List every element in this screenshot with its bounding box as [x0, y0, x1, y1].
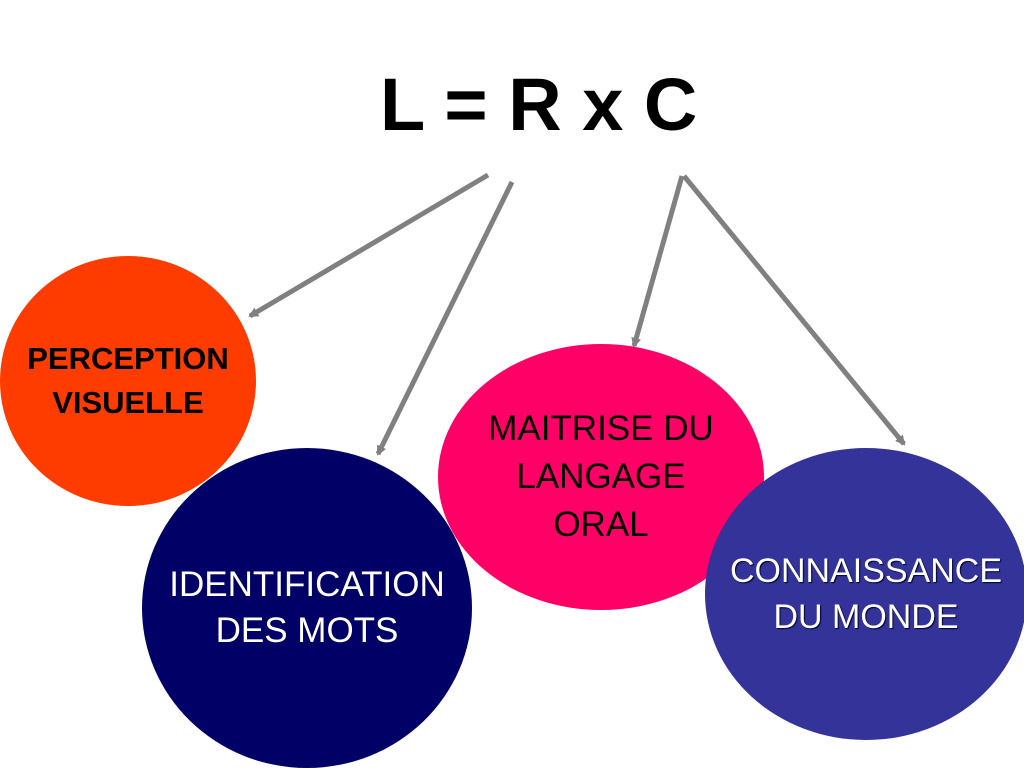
formula-title: L = R x C — [380, 63, 698, 146]
bubble-label: IDENTIFICATION DES MOTS — [169, 565, 445, 650]
bubble-label: PERCEPTION VISUELLE — [27, 341, 229, 420]
bubble-perception-visuelle: PERCEPTION VISUELLE — [0, 256, 256, 506]
bubble-label: CONNAISSANCE DU MONDE — [729, 552, 1003, 636]
arrow-to-identification — [375, 180, 515, 456]
arrow-to-perception — [248, 172, 490, 319]
bubble-identification-des-mots: IDENTIFICATION DES MOTS — [142, 448, 472, 768]
arrow-to-connaissance — [682, 174, 906, 446]
arrow-to-maitrise — [631, 175, 685, 348]
bubble-label: MAITRISE DU LANGAGE ORAL — [488, 409, 714, 544]
bubble-connaissance-du-monde: CONNAISSANCE DU MONDE — [705, 448, 1024, 740]
